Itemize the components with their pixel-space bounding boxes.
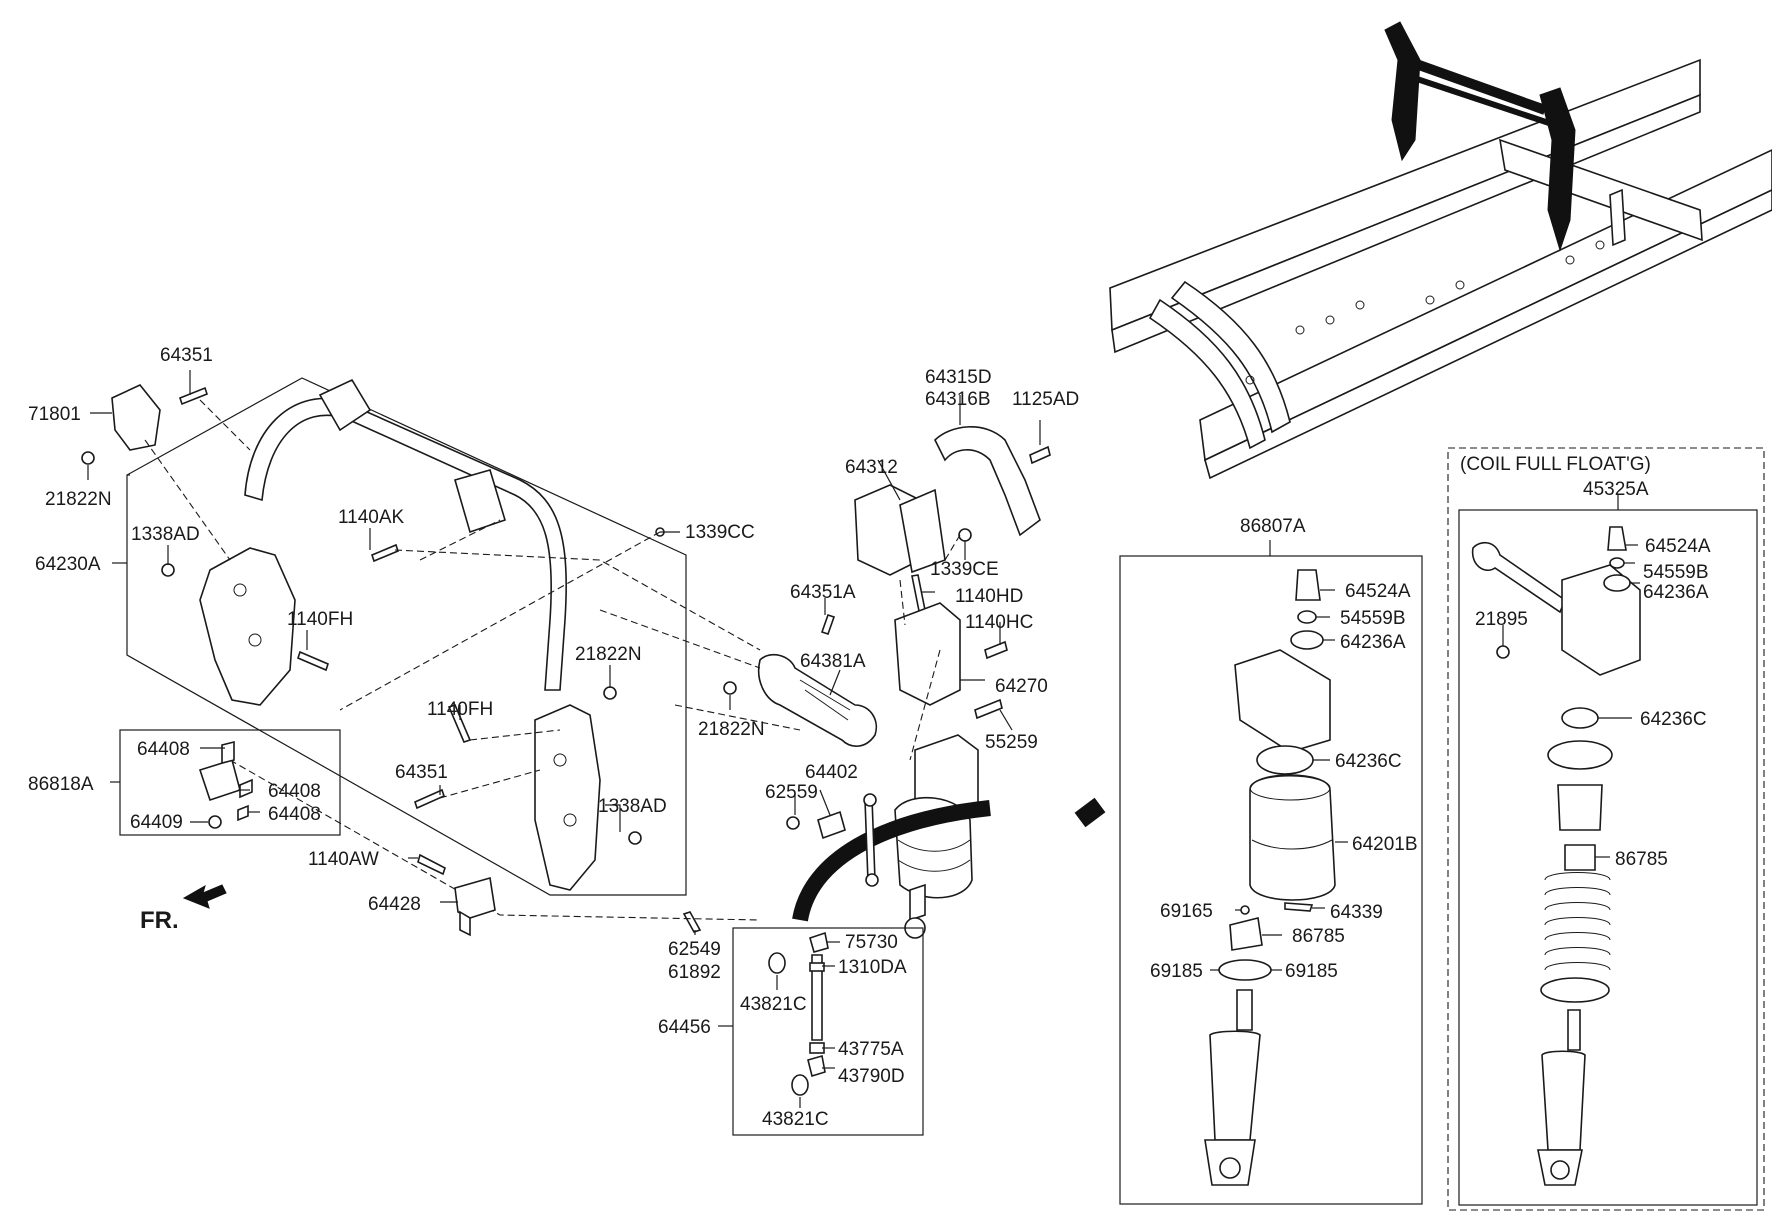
label-43821c-a: 43821C [740, 994, 807, 1015]
label-64201b: 64201B [1352, 834, 1418, 855]
label-64456: 64456 [658, 1017, 711, 1038]
label-front: FR. [140, 907, 179, 934]
label-86818a: 86818A [28, 774, 94, 795]
label-64230a: 64230A [35, 554, 101, 575]
label-1125ad: 1125AD [1012, 389, 1079, 410]
height-sensor-64428 [454, 876, 496, 937]
label-75730: 75730 [845, 932, 898, 953]
leveling-components [599, 426, 1106, 939]
label-43790d: 43790D [838, 1066, 905, 1087]
label-64408-b: 64408 [268, 781, 321, 802]
label-64428: 64428 [368, 894, 421, 915]
label-64270: 64270 [995, 676, 1048, 697]
label-71801: 71801 [28, 404, 81, 425]
label-64236a-a: 64236A [1340, 632, 1406, 653]
label-64312: 64312 [845, 457, 898, 478]
label-64381a: 64381A [800, 651, 866, 672]
label-62549: 62549 [668, 939, 721, 960]
label-64236c-a: 64236C [1335, 751, 1402, 772]
label-1140fh-b: 1140FH [427, 699, 493, 720]
label-64351a: 64351A [790, 582, 856, 603]
stabilizer-group [81, 377, 761, 933]
label-62559: 62559 [765, 782, 818, 803]
coil-full-floating-box [1447, 447, 1765, 1211]
label-86785-a: 86785 [1292, 926, 1345, 947]
label-64408-c: 64408 [268, 804, 321, 825]
label-1339cc: 1339CC [685, 522, 755, 543]
label-1140fh: 1140FH [287, 609, 353, 630]
label-69165: 69165 [1160, 901, 1213, 922]
label-43821c-b: 43821C [762, 1109, 829, 1130]
label-69185-a: 69185 [1150, 961, 1203, 982]
label-1338ad: 1338AD [131, 524, 200, 545]
label-54559b-b: 54559B [1643, 562, 1709, 583]
label-1140aw: 1140AW [308, 849, 379, 870]
label-43775a: 43775A [838, 1039, 904, 1060]
label-1338ad-b: 1338AD [598, 796, 667, 817]
label-21822n: 21822N [45, 489, 112, 510]
label-1140hc: 1140HC [965, 612, 1033, 633]
label-86807a: 86807A [1240, 516, 1306, 537]
label-64524a-b: 64524A [1645, 536, 1711, 557]
label-55259: 55259 [985, 732, 1038, 753]
label-64236a-b: 64236A [1643, 582, 1709, 603]
link-rod-64456-box [732, 927, 924, 1136]
leader-lines [87, 370, 1640, 1108]
label-86785-b: 86785 [1615, 849, 1668, 870]
coil-full-floating-title: (COIL FULL FLOAT'G) [1460, 454, 1651, 475]
label-64236c-b: 64236C [1640, 709, 1707, 730]
callout-labels: 64351 71801 21822N 64230A 1338AD 1140AK … [28, 345, 1711, 1130]
label-1140ak: 1140AK [338, 507, 405, 528]
label-45325a: 45325A [1583, 479, 1649, 500]
label-64409: 64409 [130, 812, 183, 833]
label-1339ce: 1339CE [930, 559, 999, 580]
label-64524a-a: 64524A [1345, 581, 1411, 602]
label-64316b: 64316B [925, 389, 991, 410]
label-64351-b: 64351 [395, 762, 448, 783]
label-1140hd: 1140HD [955, 586, 1023, 607]
air-suspension-86807a-box [1119, 555, 1423, 1205]
label-69185-b: 69185 [1285, 961, 1338, 982]
label-64402: 64402 [805, 762, 858, 783]
label-54559b-a: 54559B [1340, 608, 1406, 629]
label-64408-a: 64408 [137, 739, 190, 760]
label-21895: 21895 [1475, 609, 1528, 630]
label-21822n-b: 21822N [575, 644, 642, 665]
label-1310da: 1310DA [838, 957, 907, 978]
front-arrow-icon [182, 884, 227, 909]
label-21822n-c: 21822N [698, 719, 765, 740]
label-64315d: 64315D [925, 367, 992, 388]
label-64351: 64351 [160, 345, 213, 366]
vehicle-frame [1109, 21, 1772, 480]
label-61892: 61892 [668, 962, 721, 983]
label-64339: 64339 [1330, 902, 1383, 923]
